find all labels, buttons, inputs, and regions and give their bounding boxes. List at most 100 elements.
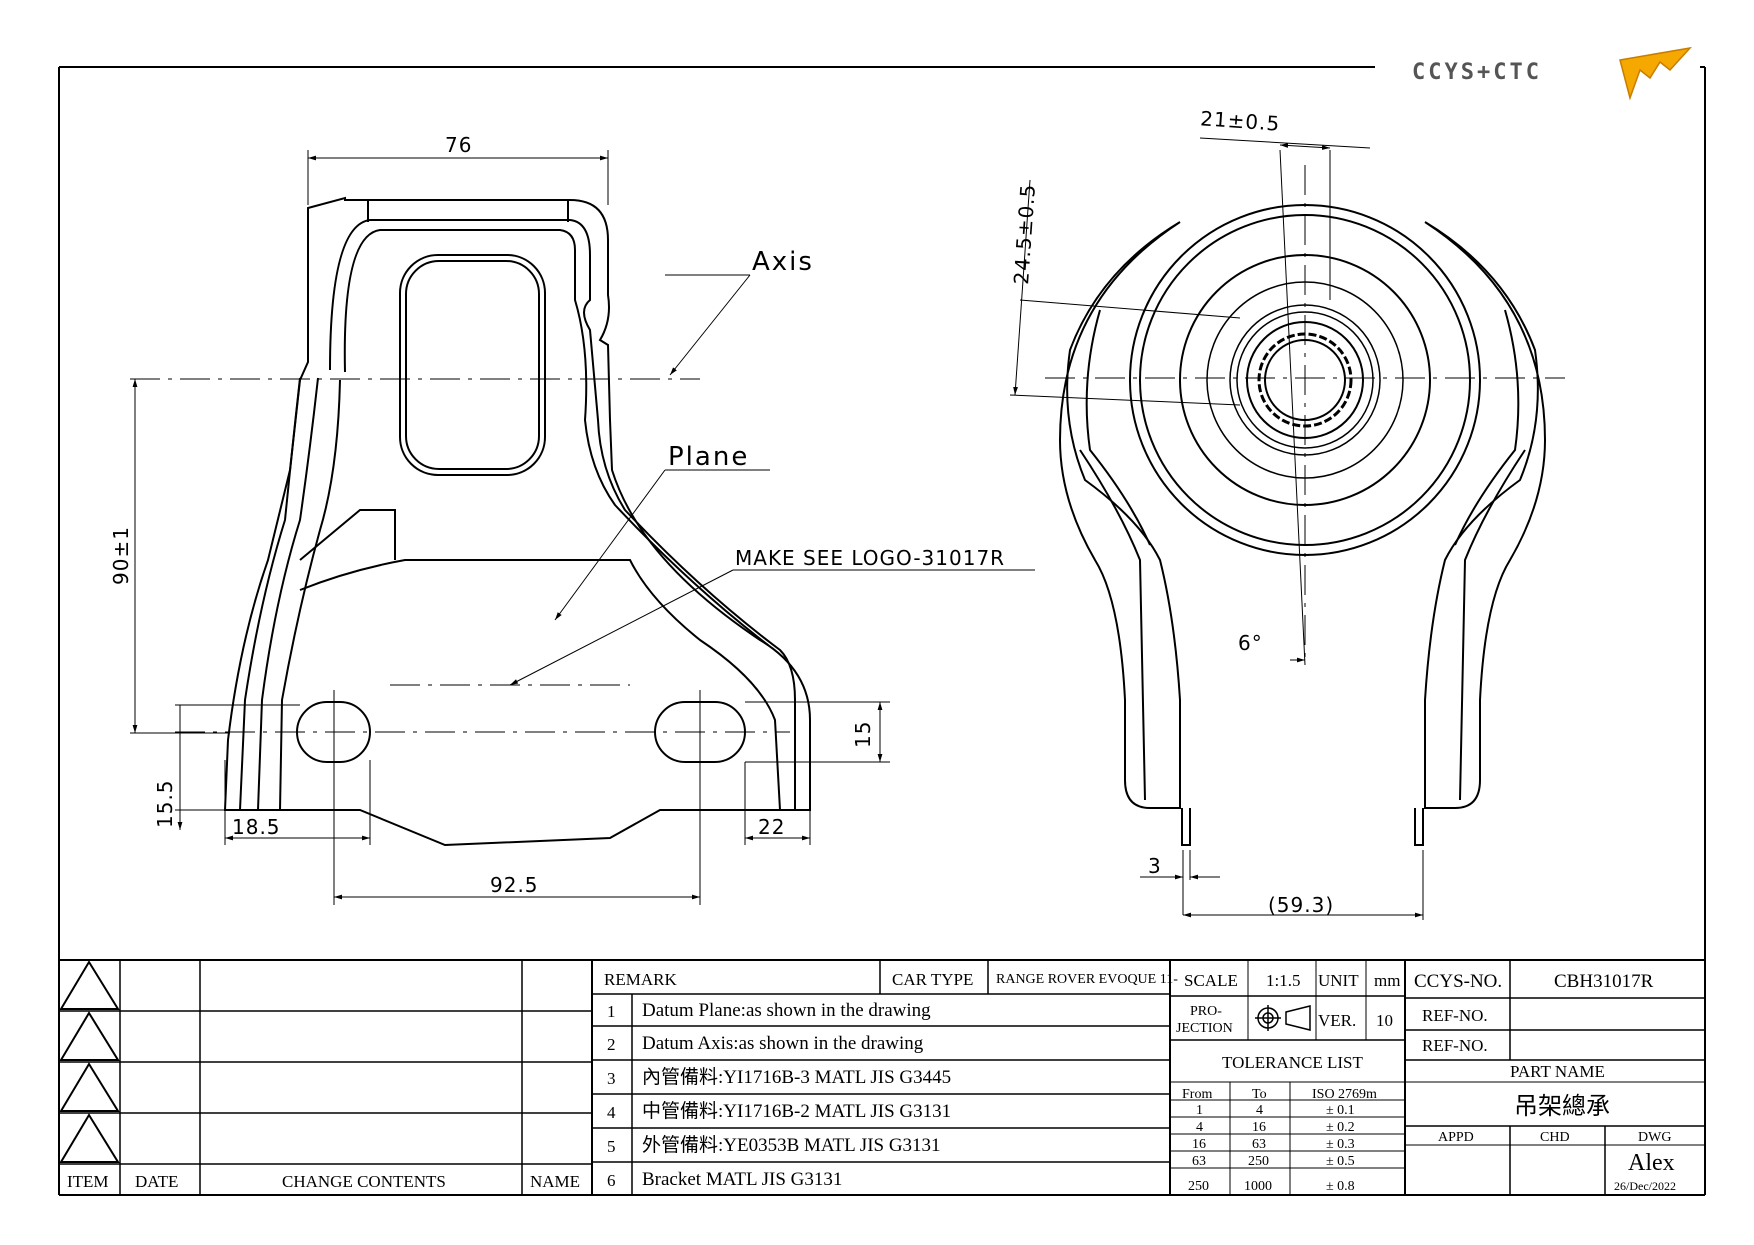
dim-22: 22 [758, 815, 785, 839]
tol-to-3: 63 [1252, 1137, 1266, 1152]
ver-value: 10 [1376, 1011, 1393, 1030]
title-block-text: ITEM DATE CHANGE CONTENTS NAME REMARK CA… [67, 970, 1676, 1194]
header-item: ITEM [67, 1172, 109, 1191]
arm-left [1058, 221, 1181, 809]
bracket-flange-2 [299, 509, 396, 561]
tol-to-5: 1000 [1244, 1179, 1272, 1194]
tol-val-3: ± 0.3 [1326, 1137, 1355, 1152]
header-name: NAME [530, 1172, 580, 1191]
tol-to-4: 250 [1248, 1154, 1269, 1169]
drawer-name: Alex [1628, 1150, 1675, 1176]
tol-val-5: ± 0.8 [1326, 1179, 1355, 1194]
dim-90: 90±1 [109, 526, 133, 585]
unit-value: mm [1374, 971, 1400, 990]
bracket-inner-contour-4 [257, 377, 319, 811]
dim-92-5: 92.5 [490, 873, 539, 897]
chd-label: CHD [1540, 1130, 1570, 1145]
label-axis: Axis [752, 247, 814, 277]
dim-18-5: 18.5 [232, 815, 281, 839]
projection-label-2: JECTION [1176, 1021, 1233, 1036]
header-change: CHANGE CONTENTS [282, 1172, 446, 1191]
scale-label: SCALE [1184, 971, 1238, 990]
remark-text-2: Datum Axis:as shown in the drawing [642, 1033, 924, 1054]
tol-header-to: To [1252, 1087, 1267, 1102]
remark-no-6: 6 [607, 1171, 616, 1190]
tol-from-4: 63 [1192, 1154, 1206, 1169]
ref-no-label-2: REF-NO. [1422, 1036, 1488, 1055]
company-logo: CCYS+CTC [1412, 46, 1693, 101]
remark-text-6: Bracket MATL JIS G3131 [642, 1169, 842, 1190]
arm-left-inner [1079, 309, 1151, 801]
part-name-value: 吊架總承 [1514, 1093, 1610, 1120]
remark-no-1: 1 [607, 1002, 616, 1021]
bracket-inner-contour-5 [279, 379, 341, 811]
dim-15-5: 15.5 [153, 779, 177, 828]
lug-right [1414, 808, 1424, 846]
rev-triangle [59, 960, 120, 1010]
rev-triangle [59, 1011, 120, 1061]
arm-right [1424, 221, 1547, 809]
drawing-date: 26/Dec/2022 [1614, 1179, 1676, 1193]
lug-left [1181, 808, 1191, 846]
ccys-no-label: CCYS-NO. [1414, 971, 1502, 992]
tol-val-1: ± 0.1 [1326, 1103, 1355, 1118]
dwg-label: DWG [1638, 1130, 1671, 1145]
tol-to-2: 16 [1252, 1120, 1266, 1135]
projection-symbol-icon [1255, 1005, 1311, 1031]
dim-angle: 6° [1238, 631, 1263, 655]
bracket-inner-contour [329, 219, 796, 810]
projection-label-1: PRO- [1190, 1004, 1222, 1019]
sheet-frame [58, 66, 1706, 1196]
bushing-ring-6 [1236, 311, 1374, 449]
arm-right-inner [1454, 309, 1526, 801]
header-date: DATE [135, 1172, 178, 1191]
tol-from-5: 250 [1188, 1179, 1209, 1194]
ver-label: VER. [1318, 1011, 1356, 1030]
bracket-inner-contour-2 [343, 229, 769, 646]
tol-header-from: From [1182, 1087, 1212, 1102]
unit-label: UNIT [1318, 971, 1359, 990]
remark-text-3: 內管備料:YI1716B-3 MATL JIS G3445 [642, 1066, 951, 1088]
tol-val-2: ± 0.2 [1326, 1120, 1355, 1135]
label-make: MAKE SEE LOGO-31017R [735, 546, 1005, 570]
tol-from-2: 4 [1196, 1120, 1203, 1135]
top-tab [367, 200, 569, 222]
car-type-label: CAR TYPE [892, 970, 973, 989]
part-name-label: PART NAME [1510, 1062, 1605, 1081]
logo-text: CCYS+CTC [1412, 60, 1542, 85]
appd-label: APPD [1438, 1130, 1474, 1145]
side-view [1058, 204, 1547, 846]
dim-3: 3 [1148, 854, 1162, 878]
tol-from-3: 16 [1192, 1137, 1206, 1152]
bracket-outline [223, 196, 811, 847]
remark-no-2: 2 [607, 1035, 616, 1054]
rect-window [399, 254, 546, 476]
car-type-value: RANGE ROVER EVOQUE 11- [996, 972, 1178, 987]
dim-59-3: (59.3) [1268, 893, 1334, 917]
ref-no-label-1: REF-NO. [1422, 1006, 1488, 1025]
dim-76: 76 [445, 133, 472, 157]
dim-24-5: 24.5±0.5 [1009, 183, 1040, 286]
title-block-grid [59, 959, 1705, 1195]
label-plane: Plane [668, 442, 749, 472]
tolerance-title: TOLERANCE LIST [1222, 1053, 1363, 1072]
remark-no-3: 3 [607, 1069, 616, 1088]
front-view-labels: 76 90±1 15.5 18.5 22 92.5 15 Axis Plane … [109, 133, 1005, 897]
tol-header-iso: ISO 2769m [1312, 1087, 1377, 1102]
logo-mark-icon [1619, 46, 1693, 101]
scale-value: 1:1.5 [1266, 971, 1300, 990]
remark-header: REMARK [604, 970, 677, 989]
side-view-labels: 21±0.5 24.5±0.5 6° 3 (59.3) [1009, 106, 1334, 917]
front-view [223, 196, 811, 847]
tol-to-1: 4 [1256, 1103, 1263, 1118]
tol-val-4: ± 0.5 [1326, 1154, 1355, 1169]
remark-no-5: 5 [607, 1137, 616, 1156]
bracket-flange [299, 559, 781, 811]
side-view-dimensions [1009, 137, 1565, 920]
bracket-inner-contour-3 [239, 377, 301, 811]
dim-15: 15 [851, 721, 875, 748]
rect-window-inner [405, 260, 540, 470]
front-view-dimensions [130, 150, 1035, 905]
ccys-no-value: CBH31017R [1554, 971, 1654, 992]
